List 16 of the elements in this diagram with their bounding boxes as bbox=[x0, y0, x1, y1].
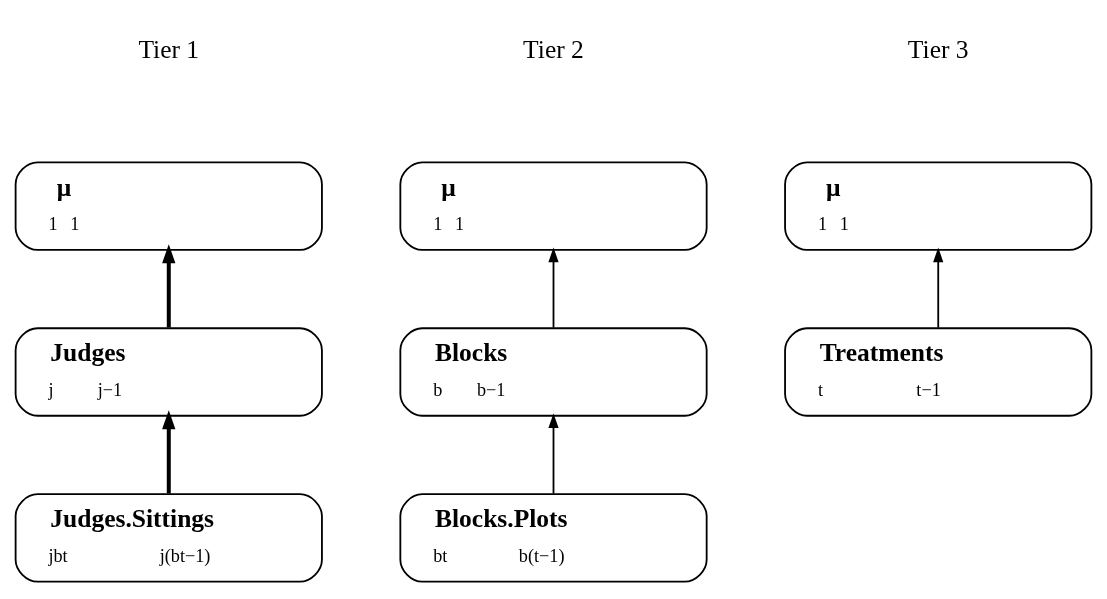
node-box: μ 1 1 bbox=[399, 160, 708, 251]
label: Tier 1 bbox=[138, 34, 200, 64]
arrow bbox=[162, 243, 176, 328]
arrow bbox=[933, 247, 944, 328]
node-box: μ 1 1 bbox=[784, 160, 1093, 251]
arrow bbox=[548, 412, 559, 494]
node-box: Judges.Sittings jbt j(bt−1) bbox=[14, 492, 323, 583]
label: Tier 3 bbox=[907, 34, 969, 64]
node-box: Treatments t t−1 bbox=[784, 326, 1093, 417]
node-box: Judges j j−1 bbox=[14, 326, 323, 417]
label: Tier 2 bbox=[523, 34, 584, 64]
node-box: μ 1 1 bbox=[14, 160, 323, 251]
node-box: Blocks b b−1 bbox=[399, 326, 708, 417]
arrow bbox=[162, 409, 176, 493]
arrow bbox=[548, 247, 559, 328]
node-box: Blocks.Plots bt b(t−1) bbox=[399, 492, 708, 583]
